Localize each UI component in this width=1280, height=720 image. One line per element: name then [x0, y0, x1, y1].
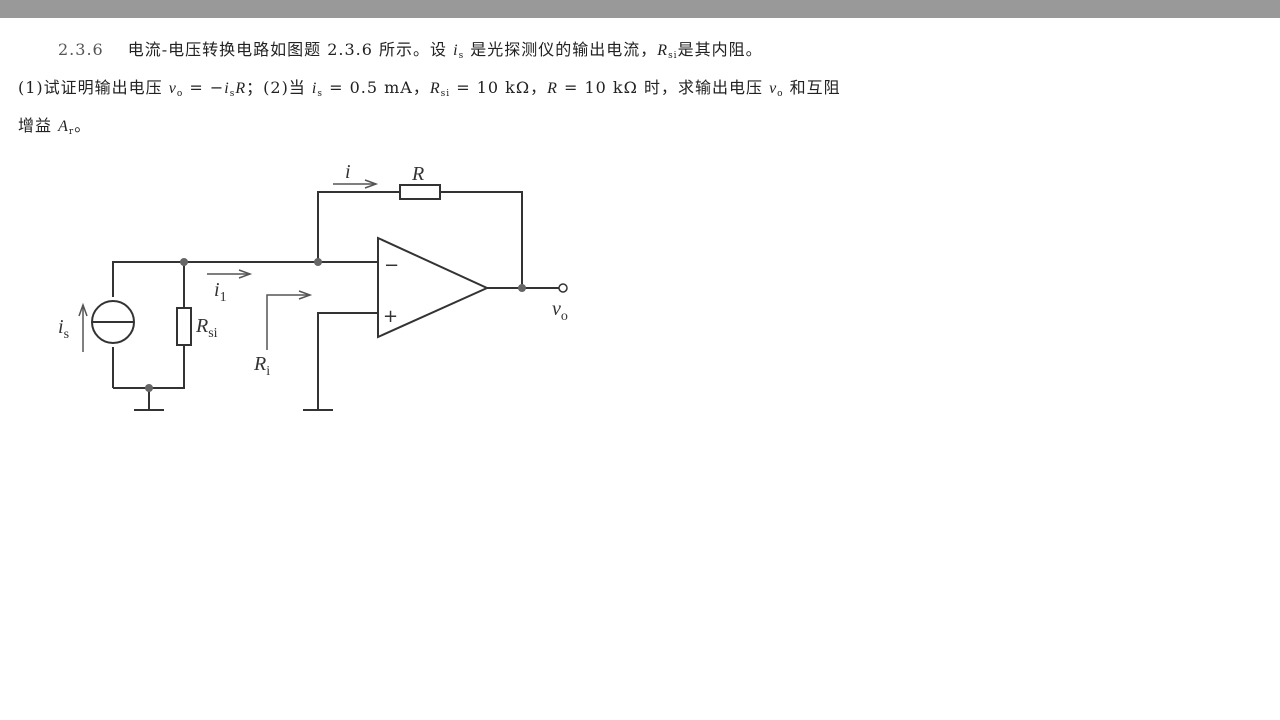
source-current-label: is [58, 316, 69, 342]
current-source-icon [91, 300, 135, 344]
wires [112, 191, 559, 411]
internal-resistor-label: Rsi [195, 315, 218, 341]
op-amp-symbol [377, 236, 490, 339]
var-vo: v [769, 80, 778, 97]
problem-line-1: 2.3.6 电流-电压转换电路如图题 2.3.6 所示。设 is 是光探测仪的输出… [18, 34, 898, 72]
sub: o [176, 89, 184, 99]
sub: o [777, 89, 784, 99]
feedback-resistor [399, 184, 441, 200]
text: = 10 kΩ 时，求输出电压 [557, 78, 770, 97]
var-r: R [235, 80, 247, 97]
inverting-input-label: − [384, 255, 399, 276]
sub: s [229, 89, 236, 99]
var-is: i [311, 80, 318, 97]
sub: si [668, 51, 678, 61]
problem-number: 2.3.6 [58, 40, 104, 59]
noninverting-input-label: + [383, 306, 398, 327]
text: = 10 kΩ， [450, 78, 548, 97]
var-rsi: R [429, 80, 441, 97]
text: 。 [74, 116, 92, 135]
var-is: i [453, 42, 459, 59]
sub: r [68, 127, 75, 137]
var-ar: A [58, 118, 69, 135]
var-rsi: R [657, 42, 669, 59]
text: 电流-电压转换电路如图题 2.3.6 所示。设 [127, 40, 454, 59]
text: (1)试证明输出电压 [18, 78, 169, 97]
internal-resistor [176, 307, 192, 346]
var-vo: v [168, 80, 177, 97]
text: 是其内阻。 [677, 40, 763, 59]
junction-nodes [145, 258, 526, 392]
current-i-label: i [345, 161, 351, 183]
sub: s [317, 89, 323, 99]
top-bar [0, 0, 1280, 18]
output-voltage-label: vo [552, 298, 568, 324]
current-arrows [78, 179, 379, 352]
sub: si [440, 89, 451, 99]
output-terminal [558, 283, 568, 293]
feedback-resistor-label: R [411, 163, 424, 185]
text: ；(2)当 [246, 78, 312, 97]
var-is: i [224, 80, 230, 97]
input-resistance-label: Ri [253, 353, 270, 379]
sub: s [458, 51, 465, 61]
text: 是光探测仪的输出电流， [464, 40, 658, 59]
problem-line-3: 增益 Ar。 [18, 110, 898, 148]
problem-line-2: (1)试证明输出电压 vo = −isR；(2)当 is = 0.5 mA，Rs… [18, 72, 898, 110]
var-r: R [547, 80, 558, 97]
text: = 0.5 mA， [322, 78, 430, 97]
text: 和互阻 [783, 78, 841, 97]
current-i1-label: i1 [214, 279, 227, 305]
text: = − [183, 78, 225, 97]
text: 增益 [18, 116, 59, 135]
